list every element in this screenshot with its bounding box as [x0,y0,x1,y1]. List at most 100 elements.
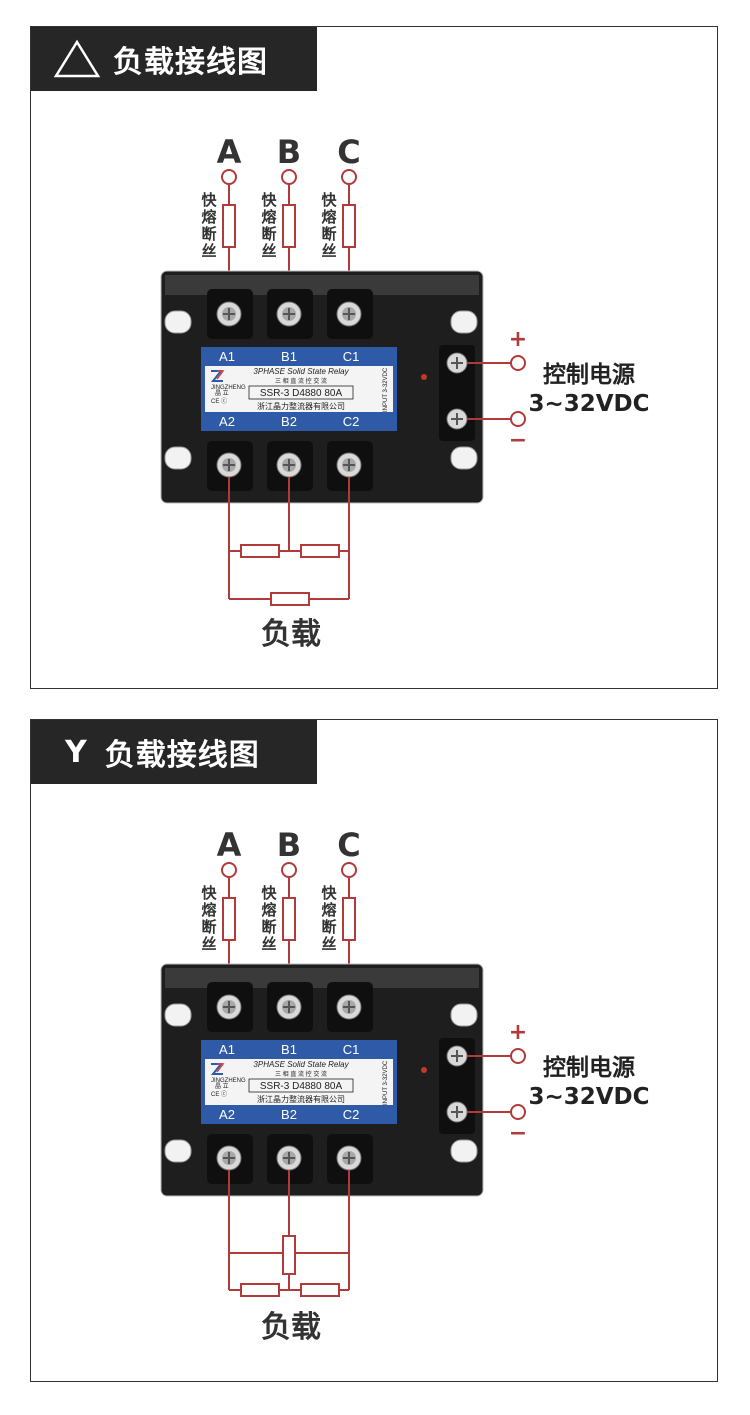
load-label: 负载 [261,1310,321,1345]
load-resistor-a [240,1283,280,1297]
load-resistor-bc [300,544,340,558]
screw-terminal-c1 [336,994,362,1020]
fuse-labels: 快 熔 断 丝 快 熔 断 丝 快 熔 断 丝 [201,191,337,260]
cert-marks: CE ⓒ [211,397,227,405]
svg-text:晶 立: 晶 立 [215,1082,229,1090]
svg-text:熔: 熔 [321,208,337,226]
wye-wiring-diagram: A B C 快 熔 断 丝 快 熔 断 丝 快 熔 断 丝 [160,826,650,1345]
svg-text:断: 断 [321,225,336,243]
solid-state-relay: A1 B1 C1 A2 B2 C2 JINGZHENG 晶 立 CE ⓒ 3PH… [160,963,484,1197]
screw-terminal-c2 [336,1145,362,1171]
screw-terminal-b2 [276,1145,302,1171]
svg-text:INPUT 3-32VDC: INPUT 3-32VDC [383,367,389,412]
phase-label-c: C [337,826,360,864]
screw-terminal-b1 [276,301,302,327]
svg-text:C1: C1 [343,349,360,364]
input-terminal-minus [446,408,468,430]
svg-text:SSR-3 D4880 80A: SSR-3 D4880 80A [260,388,343,399]
load-resistor-b [282,1235,296,1275]
svg-text:熔: 熔 [321,901,337,919]
svg-text:快: 快 [261,191,277,209]
wye-prefix: Y [65,734,87,770]
control-power-wires [467,1048,526,1120]
svg-text:B1: B1 [281,349,297,364]
minus-sign: − [509,1121,527,1146]
fuse-b [282,204,296,248]
svg-text:C2: C2 [343,1107,360,1122]
phase-label-c: C [337,133,360,171]
screw-terminal-c1 [336,301,362,327]
phase-label-b: B [277,133,301,171]
fuse-a [222,204,236,248]
svg-text:熔: 熔 [261,901,277,919]
svg-text:B1: B1 [281,1042,297,1057]
svg-text:断: 断 [321,918,336,936]
cert-marks: CE ⓒ [211,1090,227,1098]
svg-text:熔: 熔 [201,901,217,919]
svg-text:快: 快 [321,884,337,902]
svg-text:断: 断 [201,225,216,243]
fuse-a [222,897,236,941]
triangle-delta-icon [53,39,101,79]
svg-text:JINGZHENG: JINGZHENG [211,385,246,391]
svg-text:丝: 丝 [261,242,276,260]
control-power-label: 控制电源 [543,1054,635,1081]
svg-text:JINGZHENG: JINGZHENG [211,1078,246,1084]
screw-terminal-a1 [216,994,242,1020]
svg-text:丝: 丝 [321,935,336,953]
svg-text:3PHASE Solid State Relay: 3PHASE Solid State Relay [253,367,349,376]
input-terminal-plus [446,352,468,374]
svg-text:快: 快 [261,884,277,902]
svg-text:INPUT 3-32VDC: INPUT 3-32VDC [383,1060,389,1105]
plus-sign: + [509,1020,527,1045]
svg-text:A1: A1 [219,349,235,364]
wye-load-wiring [228,1170,350,1297]
svg-text:丝: 丝 [261,935,276,953]
load-resistor-c [300,1283,340,1297]
input-terminal-minus [446,1101,468,1123]
wiring-panel-delta: 负载接线图 A B C 快 熔 断 丝 快 熔 断 丝 快 [30,26,718,689]
svg-text:快: 快 [201,191,217,209]
svg-text:丝: 丝 [201,242,216,260]
phase-label-b: B [277,826,301,864]
status-led [421,374,427,380]
svg-text:断: 断 [261,918,276,936]
phase-label-a: A [217,826,242,864]
plus-sign: + [509,327,527,352]
delta-load-wiring [228,477,350,606]
svg-text:快: 快 [201,884,217,902]
screw-terminal-a2 [216,452,242,478]
minus-sign: − [509,428,527,453]
control-power-wires [467,355,526,427]
fuse-b [282,897,296,941]
svg-text:C1: C1 [343,1042,360,1057]
svg-text:晶 立: 晶 立 [215,389,229,397]
control-power-label: 控制电源 [543,361,635,388]
panel-title: 负载接线图 [113,45,268,80]
input-terminal-plus [446,1045,468,1067]
svg-text:断: 断 [201,918,216,936]
screw-terminal-c2 [336,452,362,478]
phase-label-a: A [217,133,242,171]
svg-text:丝: 丝 [201,935,216,953]
svg-text:C2: C2 [343,414,360,429]
load-resistor-ab [240,544,280,558]
delta-wiring-diagram: A B C 快 熔 断 丝 快 熔 断 丝 快 熔 断 丝 [160,133,650,652]
fuse-c [342,204,356,248]
svg-text:熔: 熔 [261,208,277,226]
svg-text:B2: B2 [281,414,297,429]
brand-logo-icon [210,370,225,382]
svg-text:丝: 丝 [321,242,336,260]
screw-terminal-b1 [276,994,302,1020]
screw-terminal-a1 [216,301,242,327]
panel-header-delta: 负载接线图 [31,27,317,91]
panel-title: 负载接线图 [104,738,260,773]
svg-text:三 相 直 流 控 交 流: 三 相 直 流 控 交 流 [275,1070,327,1078]
wiring-panel-wye: Y 负载接线图 A B C 快 熔 断 丝 快 熔 断 丝 快 熔 [30,719,718,1382]
svg-text:三 相 直 流 控 交 流: 三 相 直 流 控 交 流 [275,377,327,385]
fuse-c [342,897,356,941]
screw-terminal-a2 [216,1145,242,1171]
svg-text:浙江晶力整流器有限公司: 浙江晶力整流器有限公司 [257,401,345,411]
phase-input-wires [221,862,357,1010]
svg-text:熔: 熔 [201,208,217,226]
